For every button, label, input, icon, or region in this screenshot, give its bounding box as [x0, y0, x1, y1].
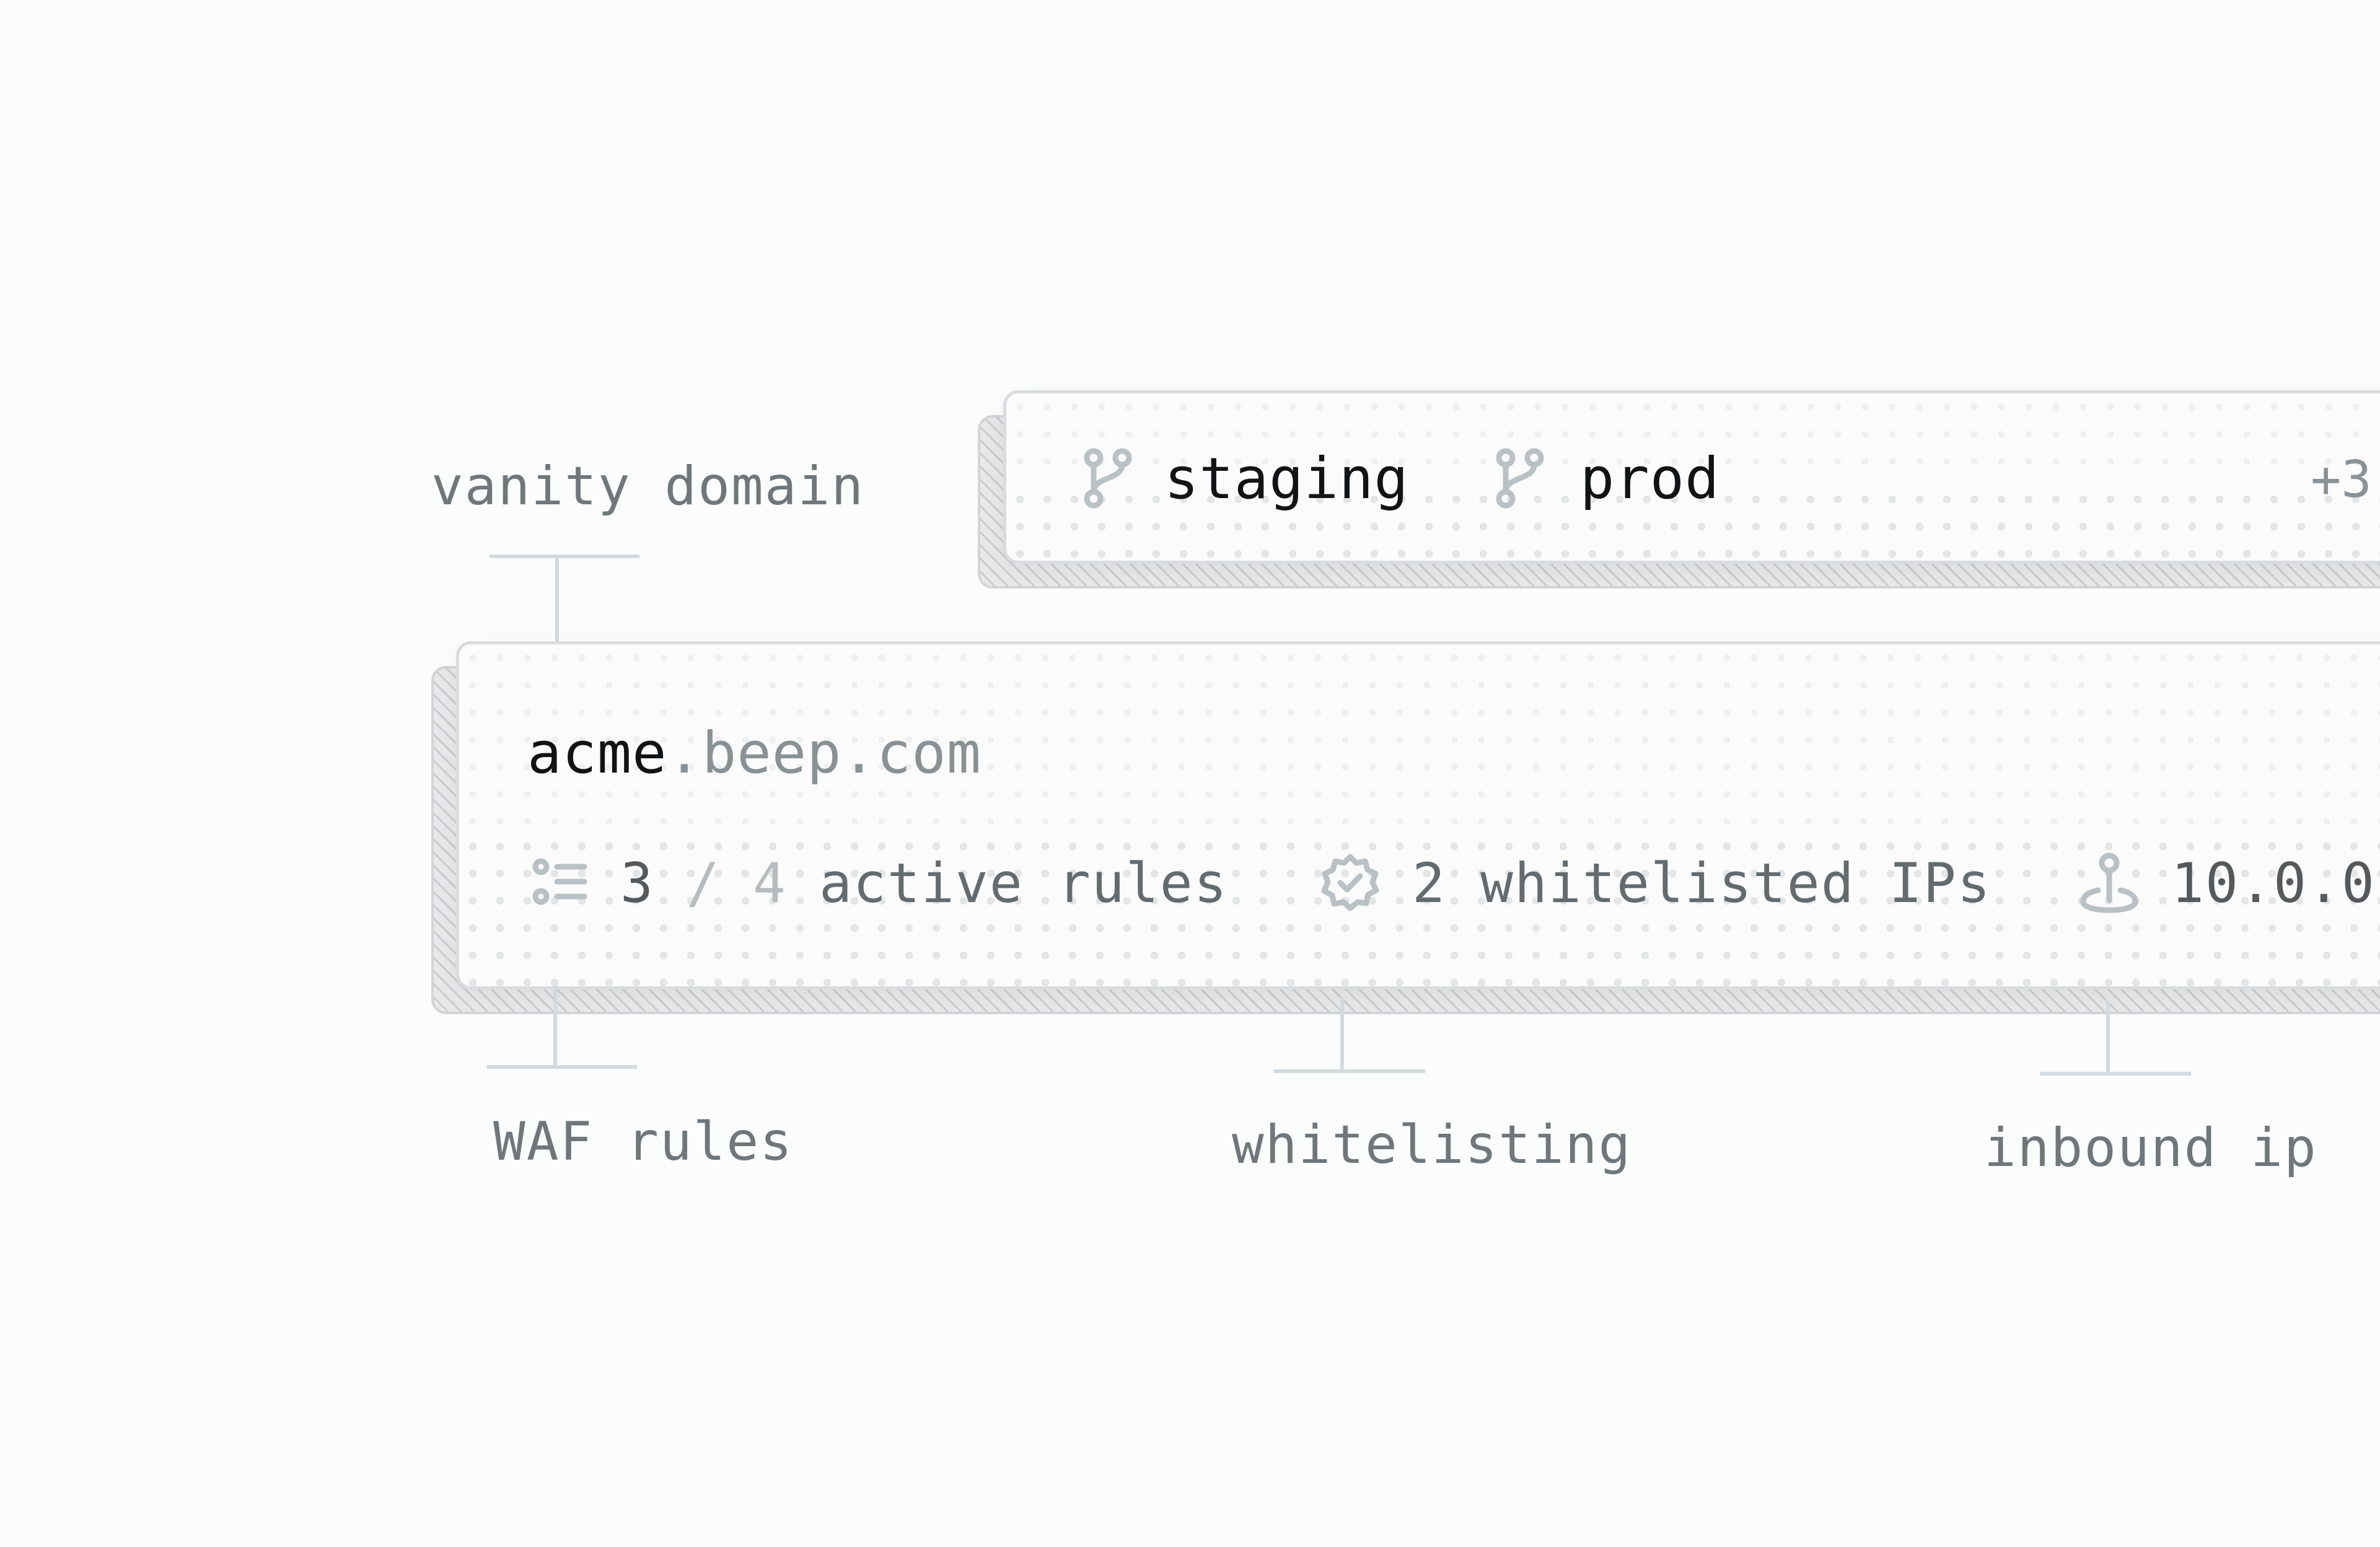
- total-rules-count: 4: [752, 851, 787, 915]
- git-branch-icon: [1496, 448, 1545, 509]
- active-rules-count: 3: [620, 851, 654, 915]
- domain-base: .beep.com: [667, 720, 982, 786]
- whitelist-stat[interactable]: 2 whitelisted IPs: [1320, 849, 1991, 917]
- more-environments-badge[interactable]: +3: [2311, 450, 2372, 509]
- waf-rules-stat[interactable]: 3 / 4 active rules: [532, 849, 1228, 917]
- active-rules-label: active rules: [819, 851, 1228, 915]
- callout-waf-rules: WAF rules: [493, 1111, 793, 1173]
- inbound-ip-value: 10.0.0: [2171, 851, 2376, 915]
- verified-badge-icon: [1320, 853, 1380, 913]
- domain-subdomain: acme: [527, 720, 667, 786]
- environment-label: staging: [1164, 445, 1409, 512]
- rules-separator: /: [686, 851, 721, 915]
- environment-label: prod: [1580, 445, 1720, 512]
- environment-tag-staging[interactable]: staging: [1084, 444, 1409, 512]
- environment-tag-prod[interactable]: prod: [1496, 444, 1720, 512]
- domain-name: acme.beep.com: [527, 720, 981, 786]
- list-icon: [532, 858, 588, 908]
- callout-vanity-domain: vanity domain: [431, 455, 865, 517]
- callout-inbound-ip: inbound ip: [1984, 1117, 2317, 1179]
- map-pin-icon: [2079, 852, 2139, 914]
- callout-whitelisting: whitelisting: [1232, 1114, 1632, 1176]
- git-branch-icon: [1084, 448, 1133, 509]
- inbound-ip-stat[interactable]: 10.0.0: [2079, 849, 2376, 917]
- whitelisted-ips-text: 2 whitelisted IPs: [1412, 851, 1991, 915]
